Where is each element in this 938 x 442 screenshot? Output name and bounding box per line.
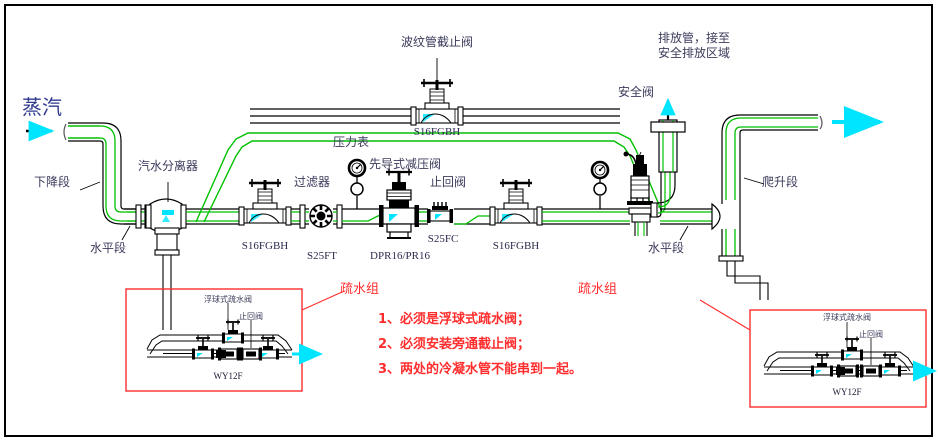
label-check-valve: 止回阀 — [429, 175, 467, 189]
tag-stop-valve-1: S16FGBH — [241, 240, 289, 252]
pressure-gauge-2[interactable] — [590, 160, 610, 209]
pipe-rv-cv — [419, 208, 428, 225]
label-pressure-gauge: 压力表 — [332, 135, 370, 149]
trap-group-callout-line-right — [699, 299, 751, 331]
tag-strainer: S25FT — [307, 250, 337, 262]
label-separator: 汽水分离器 — [137, 159, 199, 173]
pressure-reducing-valve[interactable] — [379, 168, 419, 239]
pipe-cv-v2 — [454, 208, 490, 225]
trap-group-callout-line-left — [301, 291, 343, 311]
steam-separator[interactable] — [145, 198, 187, 330]
label-rising-section: 爬升段 — [762, 175, 799, 189]
pipe-strainer-rv — [333, 204, 383, 229]
tag-trap-group-right: WY12F — [832, 387, 862, 397]
label-reducing-valve: 先导式减压阀 — [368, 157, 442, 171]
label-strainer: 过滤器 — [293, 175, 331, 189]
bellows-stop-valve[interactable] — [409, 77, 465, 127]
bypass-top-pipe-2 — [250, 108, 620, 124]
trap-group-right-piping — [763, 322, 937, 382]
descending-section-pipe — [102, 155, 140, 225]
trap-group-left-piping — [146, 303, 323, 365]
note-1: 1、必须是浮球式疏水阀； — [378, 312, 531, 327]
tag-trap-group-left: WY12F — [213, 371, 243, 381]
horizontal-right-pipe — [660, 202, 721, 231]
horizontal-right-leader — [679, 225, 689, 241]
pressure-gauge-1[interactable] — [347, 158, 367, 209]
label-float-trap-right: 浮球式疏水阀 — [823, 313, 871, 322]
trap-check-right — [859, 363, 883, 379]
label-check-valve-left: 止回阀 — [239, 312, 263, 321]
label-safety-valve: 安全阀 — [617, 85, 655, 99]
callout-trap-group-right: 疏水组 — [578, 282, 618, 297]
diagram-border — [4, 4, 933, 437]
label-bellows-stop-valve: 波纹管截止阀 — [400, 35, 474, 49]
rising-section-pipe — [718, 114, 823, 300]
trap-check-left — [239, 346, 263, 362]
safety-valve[interactable] — [623, 151, 676, 237]
label-check-valve-right: 止回阀 — [859, 330, 883, 339]
label-float-trap-left: 浮球式疏水阀 — [204, 295, 252, 304]
label-descending-section: 下降段 — [34, 175, 71, 189]
label-vent-pipe-line2: 安全排放区域 — [657, 46, 731, 60]
pipe-v1-strainer — [291, 204, 309, 229]
trap-group-box-left — [125, 288, 303, 392]
safety-valve-leader2 — [635, 151, 642, 164]
note-2: 2、必须安装旁通截止阀； — [378, 337, 531, 352]
inlet-pipe — [63, 122, 122, 155]
vent-pipe — [650, 97, 686, 173]
tag-bellows-stop-valve: S16FGBH — [413, 126, 461, 138]
note-3: 3、两处的冷凝水管不能串到一起。 — [378, 362, 583, 377]
tag-stop-valve-2: S16FGBH — [492, 240, 540, 252]
stop-valve-2[interactable] — [488, 177, 544, 227]
strainer[interactable] — [308, 203, 334, 229]
horizontal-left-leader — [121, 225, 131, 241]
tag-reducing-valve: DPR16/PR16 — [370, 250, 430, 262]
check-valve-1[interactable] — [426, 201, 454, 224]
page-title: 蒸汽 — [22, 95, 62, 119]
label-vent-pipe-line1: 排放管，接至 — [657, 31, 731, 45]
label-horizontal-right: 水平段 — [648, 241, 685, 255]
tag-check-valve: S25FC — [427, 233, 459, 245]
separator-outlet-pipe — [186, 208, 240, 225]
descending-leader — [79, 181, 101, 191]
callout-trap-group-left: 疏水组 — [340, 282, 380, 297]
trap-group-box-right — [749, 309, 927, 408]
label-horizontal-left: 水平段 — [90, 241, 127, 255]
pipe-v2-safety — [542, 208, 630, 225]
stop-valve-1[interactable] — [237, 177, 293, 227]
rising-leader — [743, 177, 765, 185]
